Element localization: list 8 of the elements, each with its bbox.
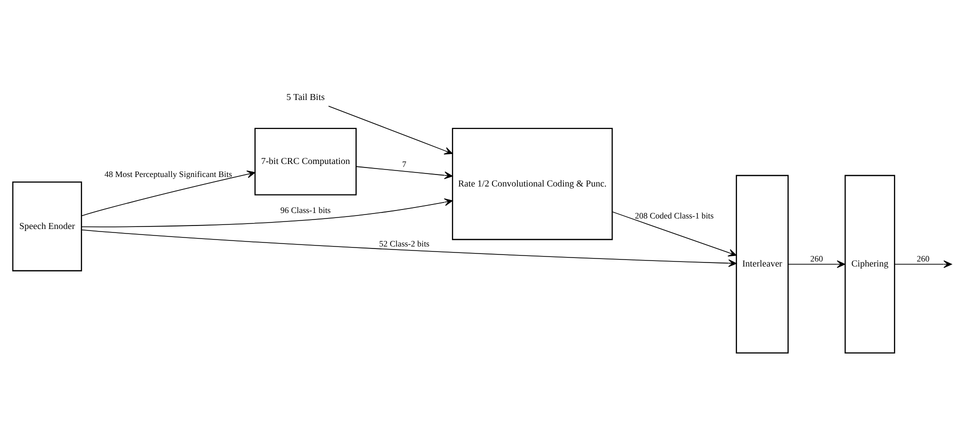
edge-label: 260 xyxy=(810,253,823,264)
edge-label: 48 Most Perceptually Significant Bits xyxy=(104,168,232,178)
edge-label: 7 xyxy=(402,158,406,168)
edge-label: 52 Class-2 bits xyxy=(379,238,430,248)
edge-label: 208 Coded Class-1 bits xyxy=(634,210,714,220)
edge-label: 96 Class-1 bits xyxy=(280,204,331,215)
edge-label: 260 xyxy=(916,253,930,264)
node-text: 5 Tail Bits xyxy=(286,92,325,102)
